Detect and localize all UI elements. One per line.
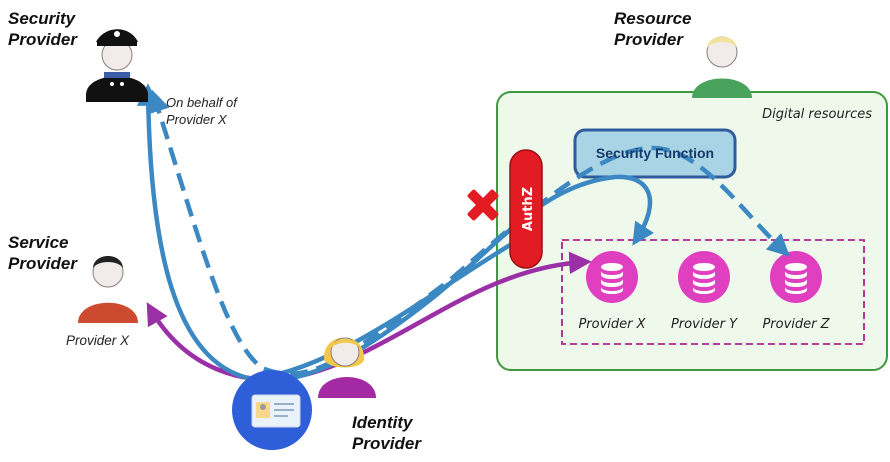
service-provider-title: Service Provider (8, 232, 77, 274)
security-provider-title: Security Provider (8, 8, 77, 50)
deny-cross-icon (467, 189, 499, 221)
digital-resources-label: Digital resources (762, 107, 872, 122)
woman-person-icon (318, 337, 376, 398)
on-behalf-note: On behalf of Provider X (166, 94, 237, 128)
on-behalf-note-line1: On behalf of (166, 95, 237, 110)
service-provider-title-line2: Provider (8, 254, 77, 273)
authz-gate (509, 149, 543, 269)
police-officer-icon (86, 29, 148, 102)
provider-y-label: Provider Y (671, 317, 738, 332)
resource-provider-title: Resource Provider (614, 8, 691, 50)
authz-label: AuthZ (521, 187, 536, 231)
blue-flow-to-authz (259, 243, 512, 381)
identity-provider-title-line2: Provider (352, 434, 421, 453)
security-function-label: Security Function (596, 145, 714, 161)
resource-provider-title-line2: Provider (614, 30, 683, 49)
security-provider-title-line2: Provider (8, 30, 77, 49)
service-provider-title-line1: Service (8, 233, 69, 252)
database-icon (770, 251, 822, 303)
identity-provider-title: Identity Provider (352, 412, 421, 454)
provider-z-label: Provider Z (762, 317, 830, 332)
provider-x-label: Provider X (578, 317, 646, 332)
person-icon (692, 36, 752, 98)
resource-provider-title-line1: Resource (614, 9, 692, 28)
database-icon (678, 251, 730, 303)
person-icon (78, 256, 138, 323)
database-icon (586, 251, 638, 303)
id-card-icon (251, 394, 301, 428)
on-behalf-note-line2: Provider X (166, 112, 227, 127)
service-provider-label: Provider X (66, 333, 130, 348)
security-provider-title-line1: Security (8, 9, 76, 28)
identity-provider-title-line1: Identity (352, 413, 413, 432)
